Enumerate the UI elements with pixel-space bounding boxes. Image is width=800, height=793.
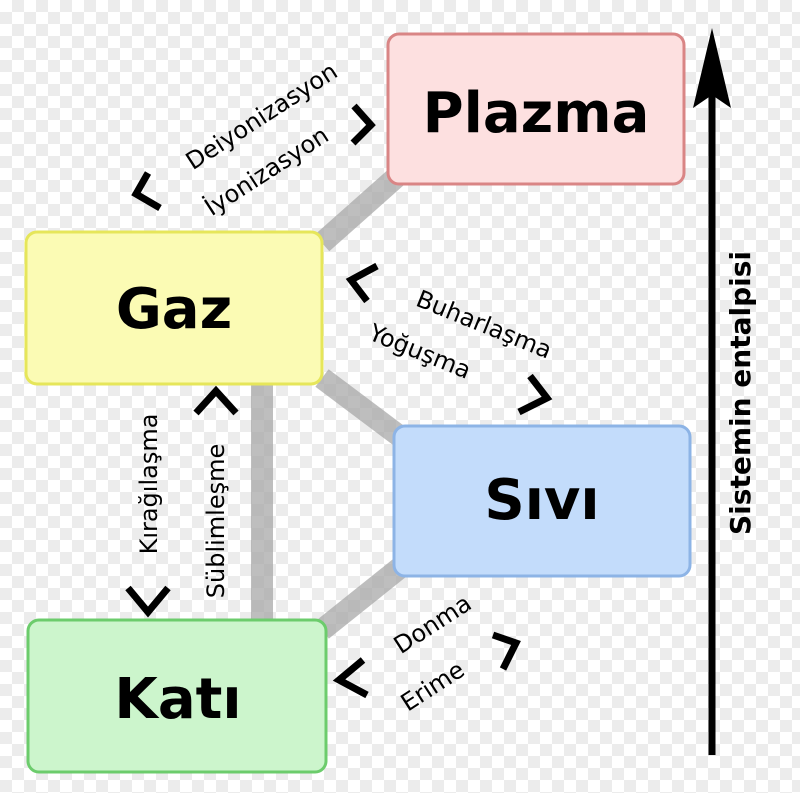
state-plasma-box [386,32,686,186]
chevron-left-icon [332,657,369,699]
state-plasma-label: Plazma [423,81,650,146]
chevron-right-icon [350,103,376,146]
state-plasma: Plazma [386,32,686,186]
connector-liquid-solid [315,557,409,639]
state-gas-box [24,230,324,386]
chevron-right-icon [491,631,521,671]
chevron-down-icon [125,585,171,618]
state-liquid-box [392,424,692,578]
state-gas-label: Gaz [116,277,232,342]
chevron-right-icon [517,373,553,416]
state-gas: Gaz [24,230,324,386]
chevron-left-icon [345,262,379,304]
state-liquid-label: Sıvı [484,468,599,533]
chevron-up-icon [193,385,239,416]
state-solid-label: Katı [114,667,241,732]
connector-gas-liquid [315,369,409,447]
process-melting-label: Erime [396,656,470,718]
connectors [251,163,410,639]
chevron-left-icon [131,171,162,212]
enthalpy-axis-label: Sistemin entalpisi [724,251,757,535]
arrow-up-icon [693,28,731,108]
enthalpy-axis: Sistemin entalpisi [693,28,757,755]
process-freezing-label: Donma [389,589,477,660]
state-solid-box [26,618,328,774]
state-liquid: Sıvı [392,424,692,578]
process-deposition-label: Kırağılaşma [135,414,163,555]
connector-gas-plasma [314,163,410,252]
state-solid: Katı [26,618,328,774]
process-sublimation-label: Süblimleşme [202,444,230,598]
